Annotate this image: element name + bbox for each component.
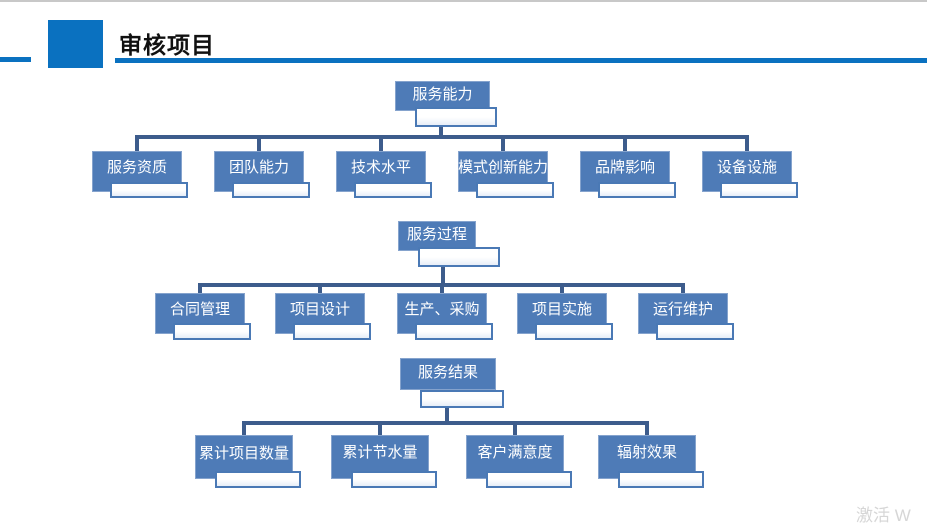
node-accent-tab [173,323,251,340]
top-hairline [0,0,927,2]
node-accent-tab [415,323,493,340]
connector-child-stub [135,135,139,153]
connector-child-stub [745,135,749,153]
connector-child-stub [257,135,261,153]
node-accent-tab [418,247,500,267]
node-accent-tab [232,182,310,198]
node-accent-tab [656,323,734,340]
connector-child-stub [623,135,627,153]
node-accent-tab [293,323,371,340]
connector-child-stub [198,283,202,297]
tree2-root-node: 服务过程 [398,221,476,251]
connector-child-stub [378,421,382,439]
node-accent-tab [420,390,504,408]
node-accent-tab [486,471,572,488]
tree3-root-node: 服务结果 [400,358,496,390]
connector-rail [244,421,649,425]
node-accent-tab [720,182,798,198]
node-accent-tab [476,182,554,198]
header-rule [115,58,927,63]
connector-child-stub [645,421,649,439]
connector-child-stub [501,135,505,153]
connector-child-stub [513,421,517,439]
connector-rail [137,135,749,139]
connector-child-stub [379,135,383,153]
tree1-root-node: 服务能力 [395,81,490,111]
page-title: 审核项目 [119,33,215,59]
node-accent-tab [535,323,613,340]
header-accent-bar-left [0,57,31,62]
connector-child-stub [681,283,685,297]
node-accent-tab [415,107,497,127]
node-accent-tab [110,182,188,198]
node-accent-tab [618,471,704,488]
node-accent-tab [354,182,432,198]
connector-child-stub [440,283,444,297]
connector-child-stub [242,421,246,439]
connector-child-stub [560,283,564,297]
node-accent-tab [215,471,301,488]
connector-child-stub [318,283,322,297]
node-accent-tab [598,182,676,198]
activation-watermark: 激活 W [856,506,911,525]
header-accent-square [48,20,103,68]
node-accent-tab [351,471,437,488]
